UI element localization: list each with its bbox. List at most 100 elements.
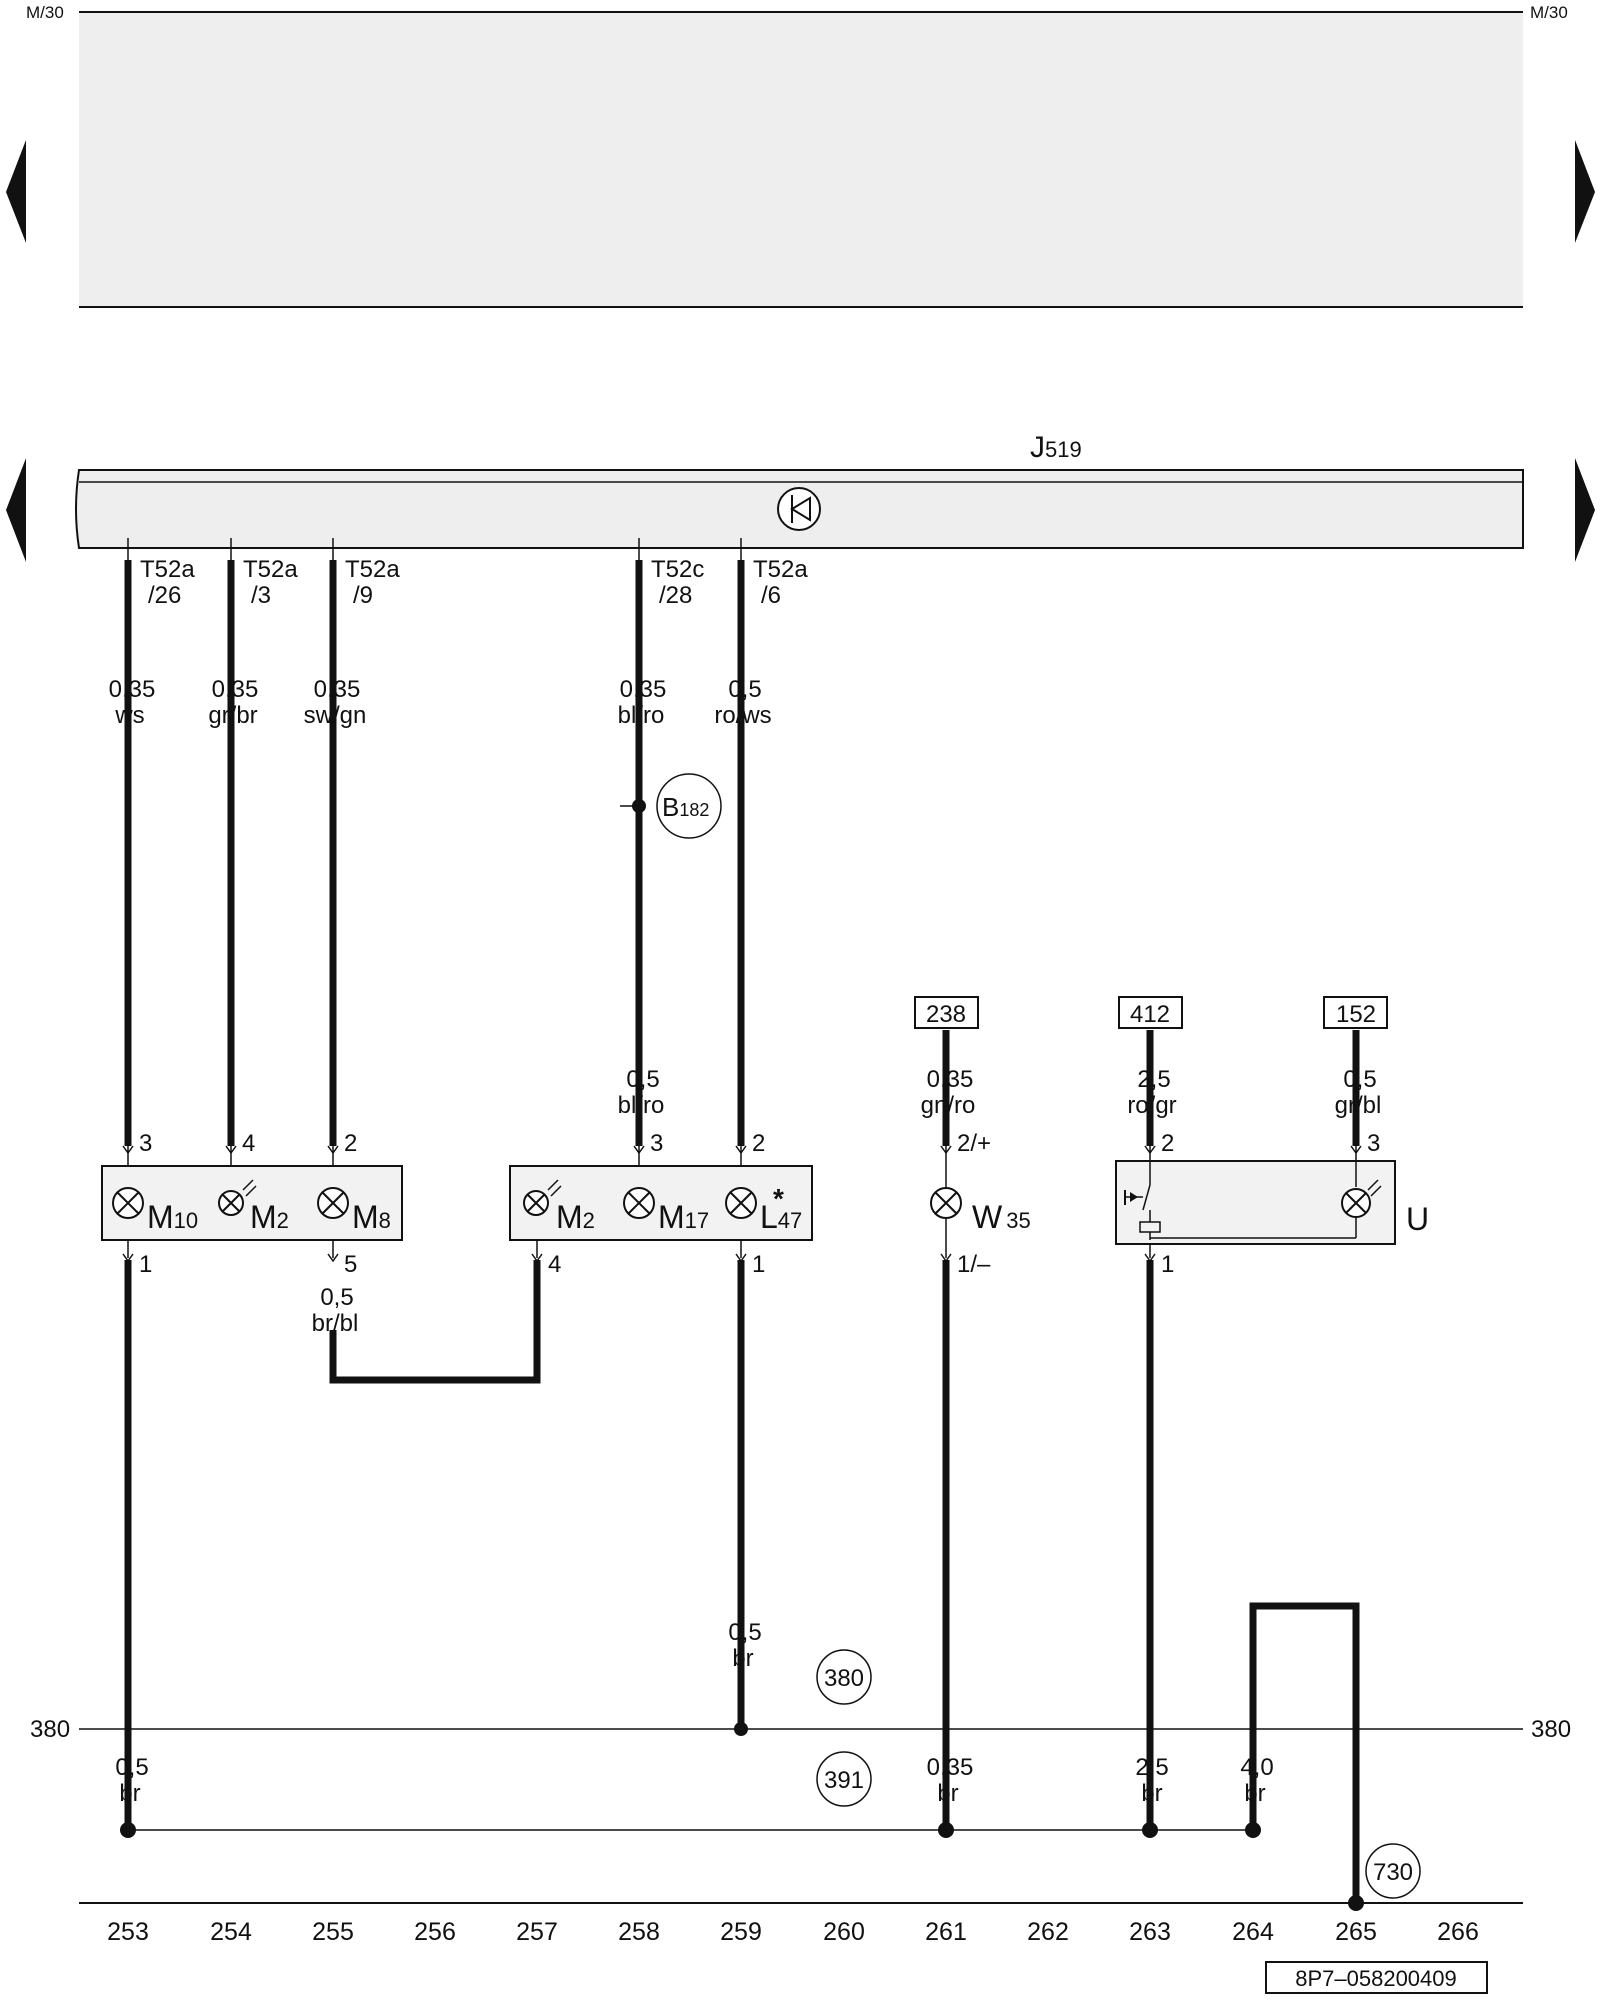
pin-label: T52c <box>651 556 704 583</box>
switch-lamp-unit-u: U <box>1115 1160 1429 1245</box>
svg-text:W35: W35 <box>972 1199 1031 1235</box>
corner-label-left: M/30 <box>26 3 64 22</box>
pin-label: /9 <box>353 582 373 609</box>
bulb-m2-left: M2 <box>218 1179 289 1235</box>
wire-size: 0,5 <box>115 1754 148 1781</box>
pin-ticks <box>127 538 742 560</box>
wire-color: bl/ro <box>618 1092 665 1119</box>
wire-size: 2,5 <box>1135 1754 1168 1781</box>
ground-point-label: 391 <box>824 1767 864 1794</box>
next-page-arrow-bottom[interactable] <box>1575 458 1595 562</box>
wire-color: br <box>119 1780 140 1807</box>
terminal-number: 3 <box>139 1130 152 1157</box>
column-number: 254 <box>210 1918 252 1946</box>
column-number: 263 <box>1129 1918 1171 1946</box>
wire-color: ro/ws <box>714 702 771 729</box>
terminal-arrows-top <box>122 1145 1362 1188</box>
wire-color: br <box>1244 1780 1265 1807</box>
wires-bottom <box>124 1260 1360 1903</box>
svg-text:M10: M10 <box>147 1199 198 1235</box>
wire-size: 0,35 <box>927 1754 974 1781</box>
terminal-number: 2 <box>344 1130 357 1157</box>
wire-color: br/bl <box>312 1310 359 1337</box>
wire-size: 2,5 <box>1137 1066 1170 1093</box>
wire-color: gr/bl <box>1335 1092 1382 1119</box>
ground-point-730 <box>1365 1843 1421 1899</box>
column-number: 259 <box>720 1918 762 1946</box>
column-number: 260 <box>823 1918 865 1946</box>
wire-size: 0,5 <box>728 1619 761 1646</box>
ref-box-label: 238 <box>926 1001 966 1028</box>
wire-color: br <box>937 1780 958 1807</box>
wire-size: 0,5 <box>728 676 761 703</box>
wire-size: 0,35 <box>620 676 667 703</box>
terminal-number: 1 <box>752 1251 765 1278</box>
ground-line-label-left: 380 <box>30 1716 70 1743</box>
ref-box-152[interactable] <box>1323 996 1388 1029</box>
control-unit-bar: J519 <box>75 431 1524 549</box>
ground-line-380: 380 380 <box>30 1716 1571 1743</box>
terminal-number: 3 <box>650 1130 663 1157</box>
terminal-number: 4 <box>548 1251 561 1278</box>
svg-text:*: * <box>773 1183 784 1214</box>
pin-label: T52a <box>753 556 808 583</box>
terminal-number: 1/– <box>957 1251 991 1278</box>
column-number: 257 <box>516 1918 558 1946</box>
terminal-number: 5 <box>344 1251 357 1278</box>
bulb-m8: M8 <box>317 1187 391 1235</box>
column-number: 256 <box>414 1918 456 1946</box>
terminal-number: 2 <box>752 1130 765 1157</box>
terminal-number: 2 <box>1161 1130 1174 1157</box>
wire-color: gr/br <box>208 702 257 729</box>
svg-text:M2: M2 <box>250 1199 289 1235</box>
ground-point-391 <box>816 1751 872 1807</box>
wire-size: 0,5 <box>320 1284 353 1311</box>
pin-label: /26 <box>148 582 181 609</box>
pin-label: T52a <box>345 556 400 583</box>
wire-size: 0,35 <box>109 676 156 703</box>
column-number: 261 <box>925 1918 967 1946</box>
pin-label: /3 <box>251 582 271 609</box>
svg-text:L47: L47 <box>760 1199 802 1235</box>
column-number: 266 <box>1437 1918 1479 1946</box>
wire-color: bl/ro <box>618 702 665 729</box>
wire-color: ro/gr <box>1127 1092 1176 1119</box>
diagram-id: 8P7–058200409 <box>1295 1966 1457 1991</box>
wire-size: 0,35 <box>314 676 361 703</box>
wire-color: br <box>1141 1780 1162 1807</box>
prev-page-arrow-bottom[interactable] <box>6 458 26 562</box>
terminal-number: 1 <box>139 1251 152 1278</box>
svg-text:M2: M2 <box>556 1199 595 1235</box>
connector-b182: B182 <box>620 773 722 839</box>
wire-color: gn/ro <box>921 1092 976 1119</box>
wires-top <box>124 560 1360 1146</box>
wire-size: 0,35 <box>927 1066 974 1093</box>
column-number: 253 <box>107 1918 149 1946</box>
ref-box-238[interactable] <box>914 996 979 1029</box>
column-number: 258 <box>618 1918 660 1946</box>
ground-point-label: 730 <box>1373 1859 1413 1886</box>
bulb-m17: M17 <box>623 1187 709 1235</box>
bulb-m10: M10 <box>112 1187 198 1235</box>
terminal-number: 1 <box>1161 1251 1174 1278</box>
next-page-arrow-top[interactable] <box>1575 140 1595 243</box>
pin-label: /6 <box>761 582 781 609</box>
terminal-number: 2/+ <box>957 1130 991 1157</box>
ref-box-412[interactable] <box>1118 996 1183 1029</box>
prev-page-arrow-top[interactable] <box>6 140 26 243</box>
ground-point-380 <box>816 1649 872 1705</box>
bulb-m2-right: M2 <box>523 1179 595 1235</box>
pin-label: T52a <box>243 556 298 583</box>
corner-label-right: M/30 <box>1530 3 1568 22</box>
reference-boxes: 238 412 152 <box>914 996 1388 1029</box>
ground-line-391 <box>120 1822 1261 1838</box>
wire-size: 4,0 <box>1240 1754 1273 1781</box>
diagram-id-box <box>1265 1961 1488 1994</box>
bulb-group-right: M2 M17 L47 * <box>509 1165 813 1241</box>
terminal-number: 4 <box>242 1130 255 1157</box>
column-number: 264 <box>1232 1918 1274 1946</box>
ref-box-label: 412 <box>1130 1001 1170 1028</box>
svg-text:M17: M17 <box>658 1199 709 1235</box>
ref-box-label: 152 <box>1336 1001 1376 1028</box>
